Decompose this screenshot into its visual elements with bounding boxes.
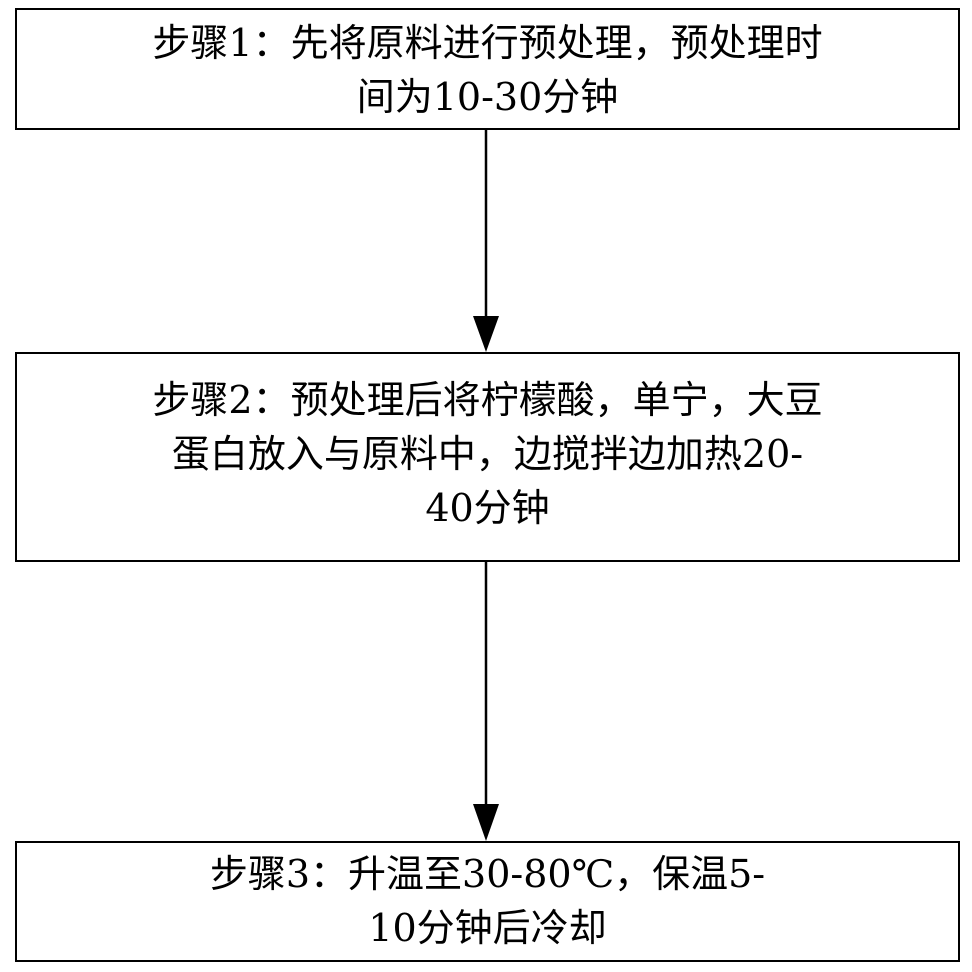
- arrow-1-to-2: [473, 130, 499, 352]
- step-2-line-2: 蛋白放入与原料中，边搅拌边加热20-: [171, 432, 804, 476]
- step-3-box: 步骤3：升温至30-80℃，保温5- 10分钟后冷却: [15, 841, 960, 962]
- step-2-line-1: 步骤2：预处理后将柠檬酸，单宁，大豆: [152, 378, 823, 422]
- step-2-line-3: 40分钟: [425, 486, 550, 530]
- step-1-line-1: 步骤1：先将原料进行预处理，预处理时: [152, 21, 823, 65]
- arrow-2-to-3: [473, 562, 499, 841]
- step-1-box: 步骤1：先将原料进行预处理，预处理时 间为10-30分钟: [15, 8, 960, 130]
- step-3-line-1: 步骤3：升温至30-80℃，保温5-: [209, 852, 766, 896]
- step-2-box: 步骤2：预处理后将柠檬酸，单宁，大豆 蛋白放入与原料中，边搅拌边加热20- 40…: [15, 352, 960, 562]
- step-3-line-2: 10分钟后冷却: [368, 906, 607, 950]
- step-1-line-2: 间为10-30分钟: [356, 75, 619, 119]
